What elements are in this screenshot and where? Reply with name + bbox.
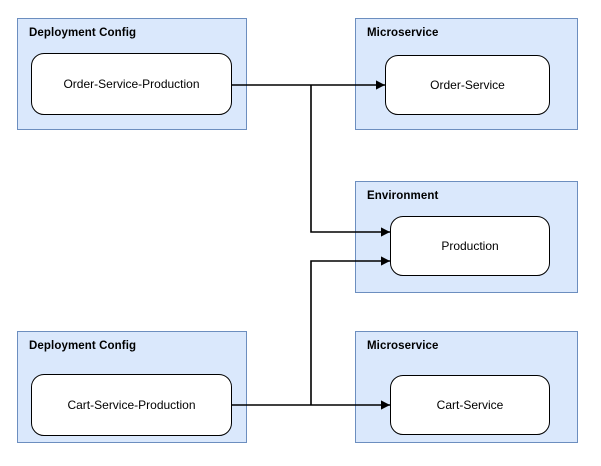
- node-cart-service[interactable]: Cart-Service: [390, 375, 550, 435]
- node-label-production: Production: [441, 238, 499, 253]
- node-order-service-production[interactable]: Order-Service-Production: [31, 53, 232, 115]
- node-label-cart-service-production: Cart-Service-Production: [67, 397, 196, 412]
- group-title-deployment-config-order: Deployment Config: [29, 27, 137, 39]
- group-title-environment-production: Environment: [367, 190, 439, 202]
- node-label-order-service: Order-Service: [430, 77, 505, 92]
- node-label-cart-service: Cart-Service: [436, 397, 504, 412]
- node-label-order-service-production: Order-Service-Production: [63, 76, 200, 91]
- group-title-microservice-cart: Microservice: [367, 340, 439, 352]
- node-order-service[interactable]: Order-Service: [385, 55, 550, 115]
- group-title-microservice-order: Microservice: [367, 27, 439, 39]
- node-cart-service-production[interactable]: Cart-Service-Production: [31, 374, 232, 436]
- node-production[interactable]: Production: [390, 216, 550, 276]
- group-title-deployment-config-cart: Deployment Config: [29, 340, 137, 352]
